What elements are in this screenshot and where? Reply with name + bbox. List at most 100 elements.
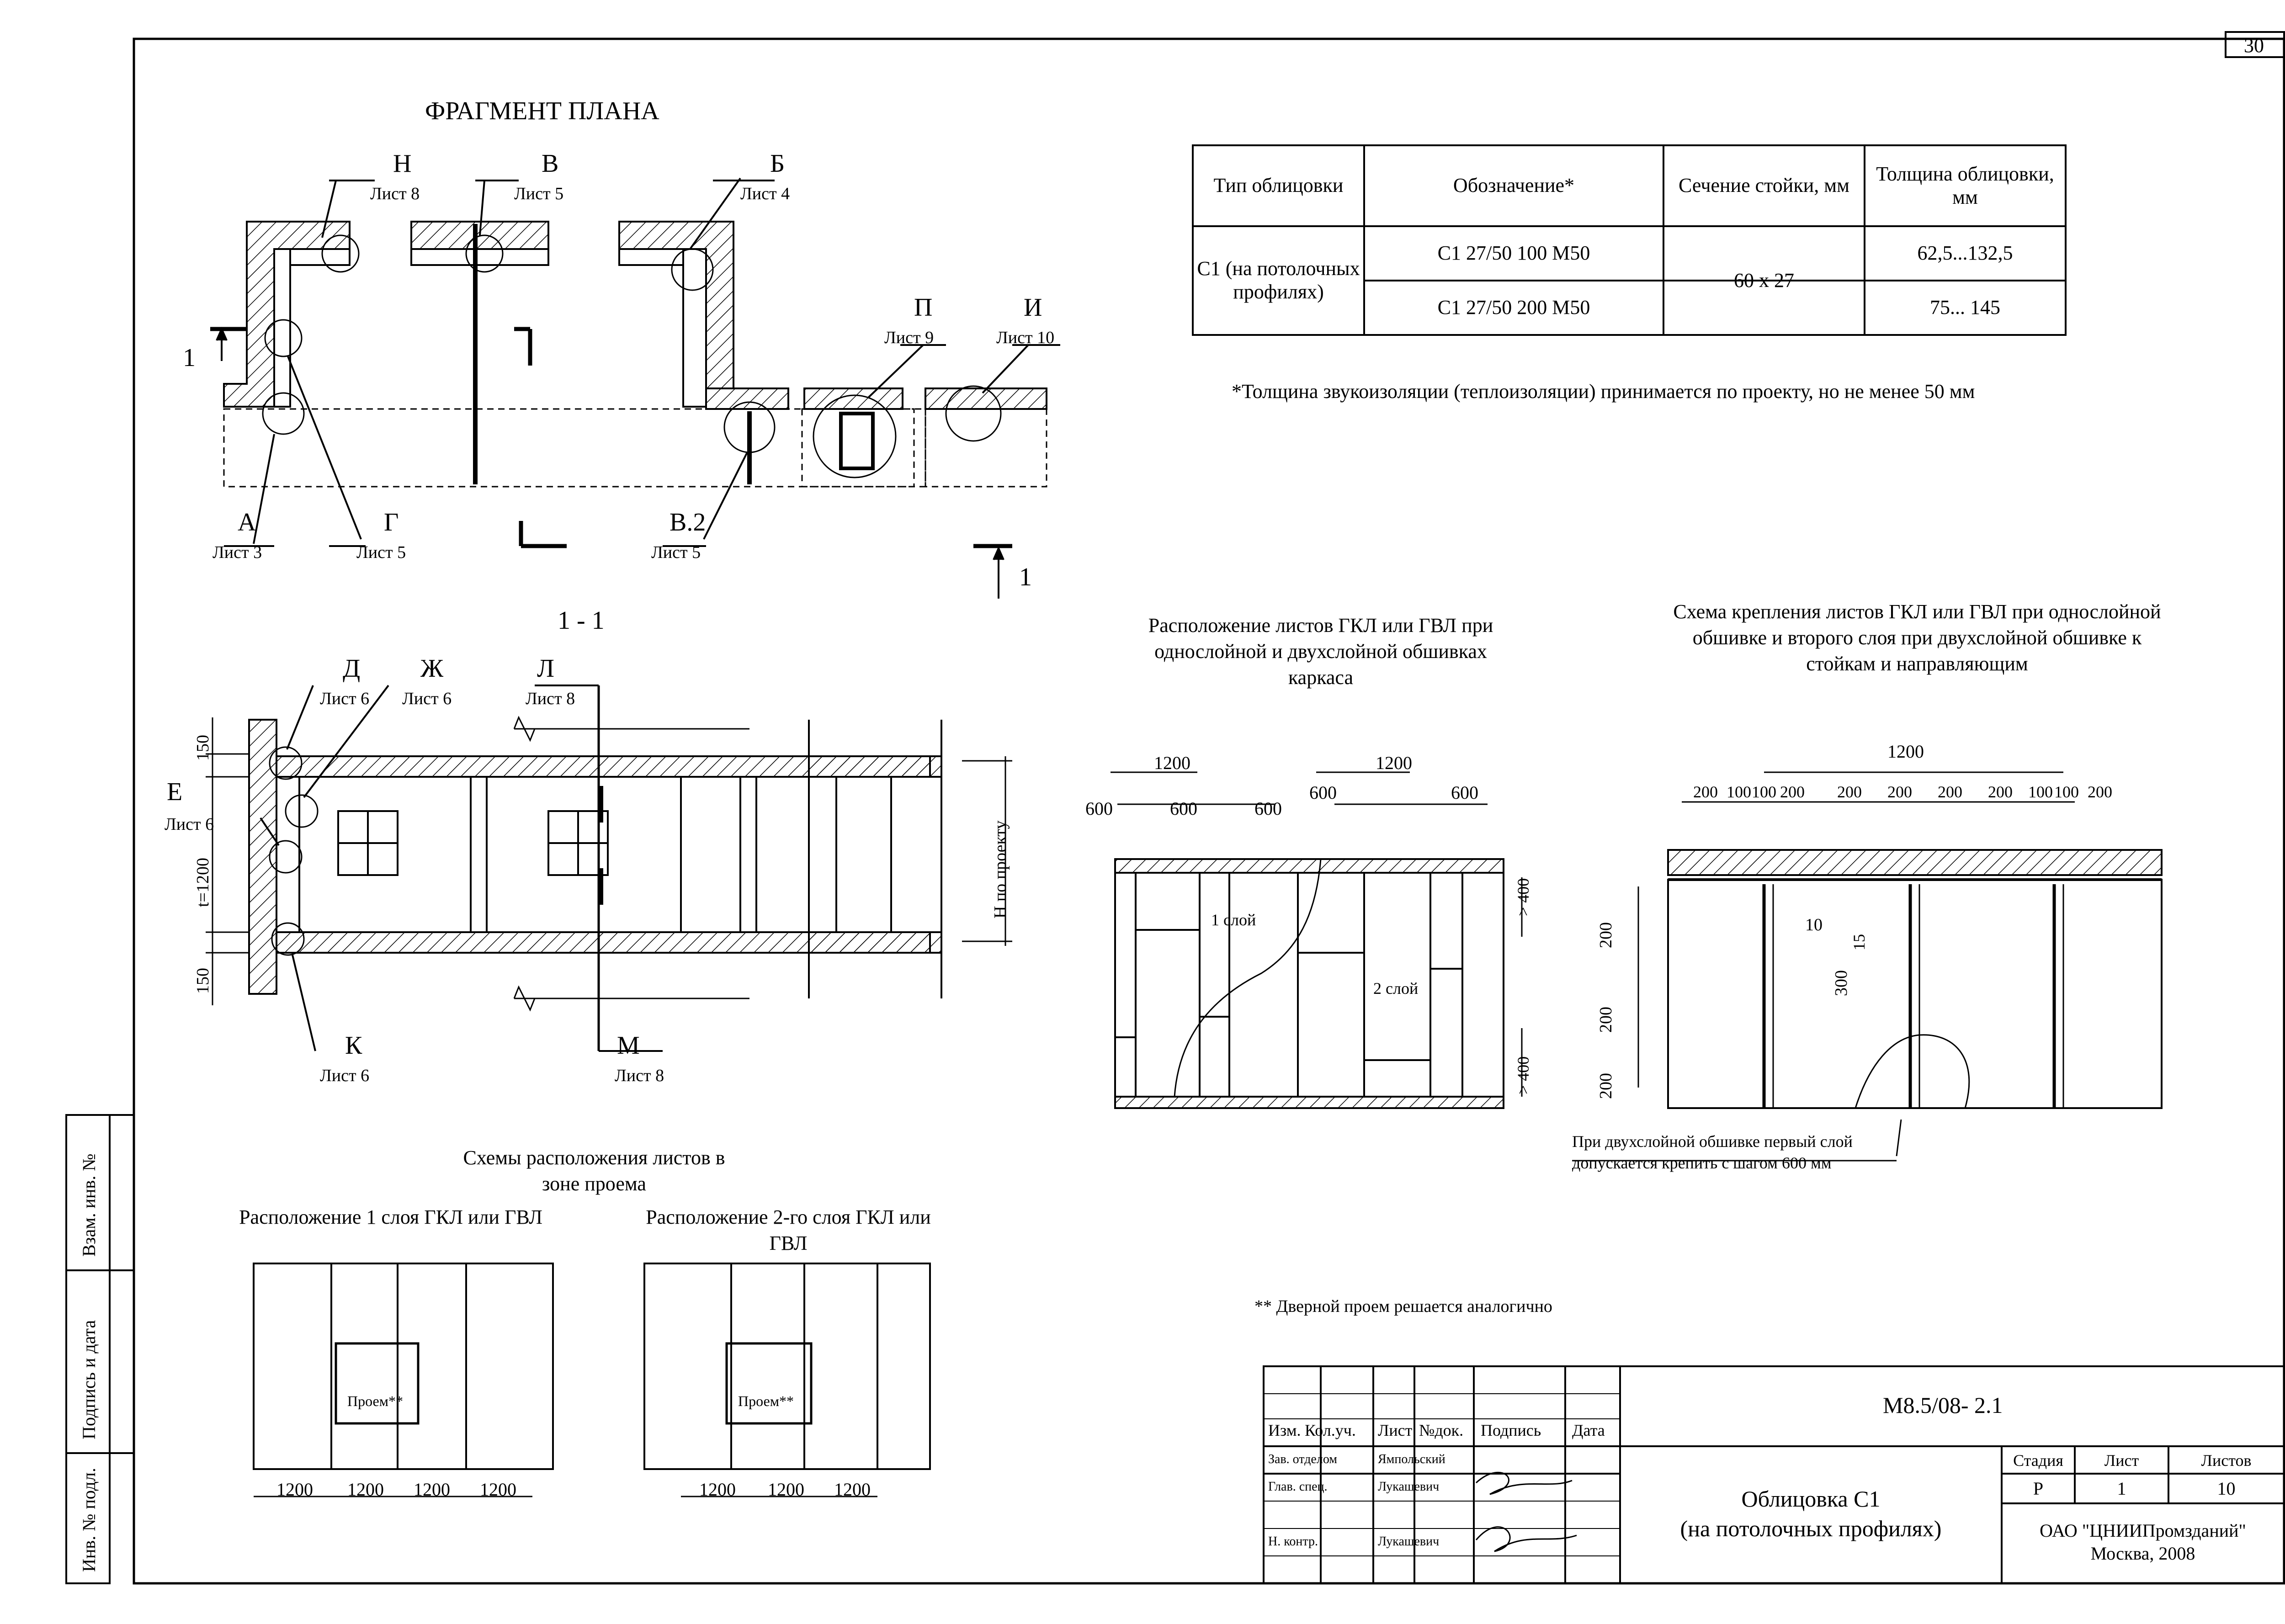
layout-dim-600-b: 600 xyxy=(1170,798,1197,819)
callout-v-letter: В xyxy=(542,149,559,178)
layout-dim-600-e: 600 xyxy=(1451,782,1478,803)
callout-zh-letter: Ж xyxy=(420,654,444,683)
table-cell-thickness-2: 75... 145 xyxy=(1930,296,2000,319)
layout-dim-1200-b: 1200 xyxy=(1376,753,1412,773)
callout-g-sheet: Лист 5 xyxy=(356,543,406,562)
callout-i-sheet: Лист 10 xyxy=(996,328,1055,347)
fixing-dim-300: 300 xyxy=(1832,970,1851,996)
fixing-dim-row-6: 200 xyxy=(1938,783,1962,801)
opening-left-dim-3: 1200 xyxy=(480,1479,516,1500)
layout-dim-400-b: > 400 xyxy=(1514,1056,1532,1094)
sheet-layout-drawing xyxy=(1111,771,1523,1109)
opening-right-dim-0: 1200 xyxy=(699,1479,736,1500)
fixing-dim-row-3: 200 xyxy=(1780,783,1805,801)
callout-i-letter: И xyxy=(1024,293,1042,322)
table-header-type: Тип облицовки xyxy=(1213,174,1344,197)
fixing-note: При двухслойной обшивке первый слой допу… xyxy=(1572,1132,1853,1172)
sheet-number: 30 xyxy=(2244,34,2264,57)
tb-role-1: Глав. спец. xyxy=(1268,1480,1328,1494)
dim-150-top: 150 xyxy=(193,735,213,761)
fixing-dim-left-0: 200 xyxy=(1596,922,1615,948)
tb-col-izm: Изм. xyxy=(1268,1421,1301,1439)
section-drawing xyxy=(206,685,1012,1052)
callout-e-letter: Е xyxy=(167,778,183,806)
callout-a-letter: А xyxy=(238,508,256,536)
tb-name-line2: (на потолочных профилях) xyxy=(1680,1516,1942,1541)
opening-left-drawing xyxy=(253,1263,554,1497)
tb-name-1: Лукашевич xyxy=(1378,1480,1440,1494)
dim-h-project: Н по проекту xyxy=(991,820,1010,918)
callout-a-sheet: Лист 3 xyxy=(213,543,262,562)
fixing-dim-15: 15 xyxy=(1850,934,1868,950)
table-cell-type: С1 (на потолочных профилях) xyxy=(1197,257,1360,303)
fixing-title: Схема крепления листов ГКЛ или ГВЛ при о… xyxy=(1673,600,2161,675)
opening-left-dim-1: 1200 xyxy=(347,1479,384,1500)
fixing-dim-1200: 1200 xyxy=(1887,741,1924,762)
layout-dim-600-c: 600 xyxy=(1254,798,1282,819)
tb-sheets-label: Листов xyxy=(2201,1451,2252,1470)
table-header-designation: Обозначение* xyxy=(1453,174,1575,197)
opening-right-drawing xyxy=(643,1263,931,1497)
layout-dim-600-a: 600 xyxy=(1085,798,1113,819)
fixing-dim-row-1: 100 xyxy=(1727,783,1751,801)
opening-right-dim-1: 1200 xyxy=(768,1479,804,1500)
tb-col-sign: Подпись xyxy=(1481,1421,1541,1439)
tb-col-list: Лист xyxy=(1378,1421,1413,1439)
opening-left-dim-2: 1200 xyxy=(414,1479,450,1500)
stamp-original-inv: Инв. № подл. xyxy=(79,1468,99,1572)
callout-n-letter: Н xyxy=(393,149,412,178)
tb-sheet: 1 xyxy=(2117,1478,2126,1499)
callout-p-letter: П xyxy=(914,293,933,322)
tb-col-doc: №док. xyxy=(1419,1421,1464,1439)
callout-d-letter: Д xyxy=(343,654,361,683)
opening-right-title: Расположение 2-го слоя ГКЛ или ГВЛ xyxy=(646,1206,931,1255)
tb-name-2: Лукашевич xyxy=(1378,1534,1440,1549)
table-note: *Толщина звукоизоляции (теплоизоляции) п… xyxy=(1232,380,1975,403)
callout-l-sheet: Лист 8 xyxy=(526,689,575,708)
callout-k-letter: К xyxy=(345,1031,362,1060)
callout-b-letter: Б xyxy=(770,149,785,178)
tb-sheets: 10 xyxy=(2217,1478,2236,1499)
table-cell-thickness-1: 62,5...132,5 xyxy=(1917,242,2013,265)
callout-d-sheet: Лист 6 xyxy=(320,689,370,708)
fixing-dim-row-5: 200 xyxy=(1887,783,1912,801)
tb-name-0: Ямпольский xyxy=(1378,1452,1445,1466)
fixing-dim-row-10: 200 xyxy=(2088,783,2112,801)
callout-v-sheet: Лист 5 xyxy=(514,184,564,203)
opening-right-label: Проем** xyxy=(738,1393,794,1409)
tb-sheet-label: Лист xyxy=(2104,1451,2139,1470)
table-header-section: Сечение стойки, мм xyxy=(1679,174,1849,197)
tb-col-date: Дата xyxy=(1572,1421,1605,1439)
title-block-code: М8.5/08- 2.1 xyxy=(1883,1392,2003,1418)
opening-left-label: Проем** xyxy=(347,1393,403,1409)
callout-e-sheet: Лист 6 xyxy=(165,815,214,834)
layout-layer-1: 1 слой xyxy=(1211,911,1256,929)
title-block-grid xyxy=(1263,1365,2285,1584)
callout-n-sheet: Лист 8 xyxy=(370,184,420,203)
cut-mark-left: 1 xyxy=(183,344,196,372)
type-table-grid xyxy=(1192,144,2067,336)
callout-zh-sheet: Лист 6 xyxy=(402,689,452,708)
tb-org-line1: ОАО "ЦНИИПромзданий" xyxy=(2040,1520,2246,1541)
tb-stage: Р xyxy=(2033,1478,2044,1499)
stamp-replacement-inv: Взам. инв. № xyxy=(79,1153,99,1257)
fixing-dim-row-0: 200 xyxy=(1693,783,1718,801)
callout-p-sheet: Лист 9 xyxy=(884,328,934,347)
callout-m-letter: М xyxy=(617,1031,640,1060)
opening-left-title: Расположение 1 слоя ГКЛ или ГВЛ xyxy=(239,1206,542,1228)
plan-drawing xyxy=(210,177,1060,599)
fixing-dim-row-9: 100 xyxy=(2054,783,2079,801)
layout-dim-1200-a: 1200 xyxy=(1154,753,1190,773)
layout-dim-400-a: > 400 xyxy=(1514,878,1532,916)
opening-title: Схемы расположения листов в зоне проема xyxy=(463,1146,725,1195)
fixing-dim-row-7: 200 xyxy=(1988,783,2013,801)
callout-b-sheet: Лист 4 xyxy=(740,184,790,203)
dim-t: t=1200 xyxy=(193,858,213,907)
dim-150-bottom: 150 xyxy=(193,968,213,994)
callout-l-letter: Л xyxy=(537,654,554,683)
opening-footnote: ** Дверной проем решается аналогично xyxy=(1254,1297,1552,1316)
fixing-dim-row-8: 100 xyxy=(2028,783,2053,801)
callout-m-sheet: Лист 8 xyxy=(615,1066,664,1085)
